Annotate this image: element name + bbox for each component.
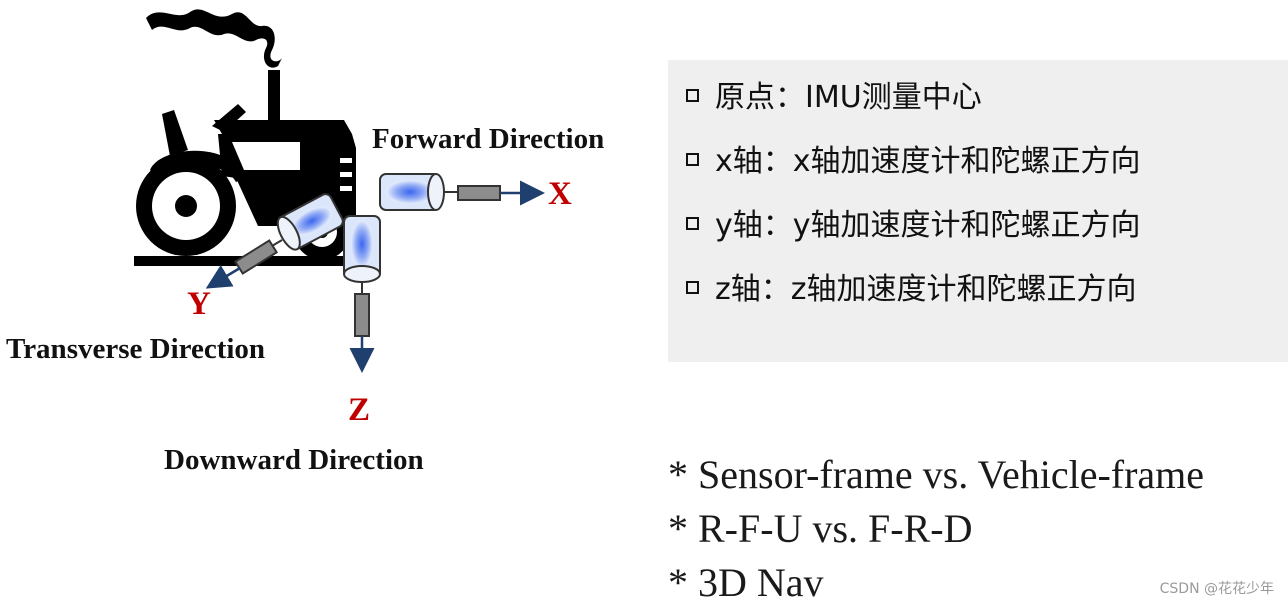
z-axis-definition-text: z轴：z轴加速度计和陀螺正方向 [715,272,1137,307]
y-axis-arrow [205,264,241,289]
watermark: CSDN @花花少年 [1159,581,1274,597]
x-axis-label: X [548,176,572,212]
checkbox-icon [686,88,699,102]
x-axis-connector [457,185,501,201]
note-3d-nav: * 3D Nav [668,560,824,605]
z-axis-sensor [343,215,381,373]
notes-list: * Sensor-frame vs. Vehicle-frame * R-F-U… [668,448,1288,610]
list-item: y轴：y轴加速度计和陀螺正方向 [686,202,1141,243]
list-item: 原点：IMU测量中心 [686,74,982,115]
z-axis-connector [354,293,370,337]
list-item: z轴：z轴加速度计和陀螺正方向 [686,266,1137,307]
origin-definition-text: 原点：IMU测量中心 [715,80,982,115]
forward-direction-label: Forward Direction [372,123,604,155]
downward-direction-label: Downward Direction [164,444,424,476]
x-axis-definition-text: x轴：x轴加速度计和陀螺正方向 [715,144,1141,179]
transverse-direction-label: Transverse Direction [6,333,265,365]
note-rfu-vs-frd: * R-F-U vs. F-R-D [668,506,973,551]
y-axis-connector [233,239,279,275]
z-axis-label: Z [348,392,370,428]
y-axis-label: Y [187,286,211,322]
y-axis-definition-text: y轴：y轴加速度计和陀螺正方向 [715,208,1141,243]
y-axis-sensor [276,193,344,251]
axis-definition-panel: 原点：IMU测量中心 x轴：x轴加速度计和陀螺正方向 y轴：y轴加速度计和陀螺正… [668,60,1288,362]
checkbox-icon [686,216,699,230]
imu-frame-diagram: Forward Direction X Y Transverse Directi… [6,9,604,476]
x-axis-sensor [379,173,545,211]
list-item: x轴：x轴加速度计和陀螺正方向 [686,138,1141,179]
checkbox-icon [686,280,699,294]
smoke-icon [146,9,282,68]
checkbox-icon [686,152,699,166]
note-sensor-vs-vehicle: * Sensor-frame vs. Vehicle-frame [668,452,1205,497]
y-axis-connector-group [205,239,283,289]
